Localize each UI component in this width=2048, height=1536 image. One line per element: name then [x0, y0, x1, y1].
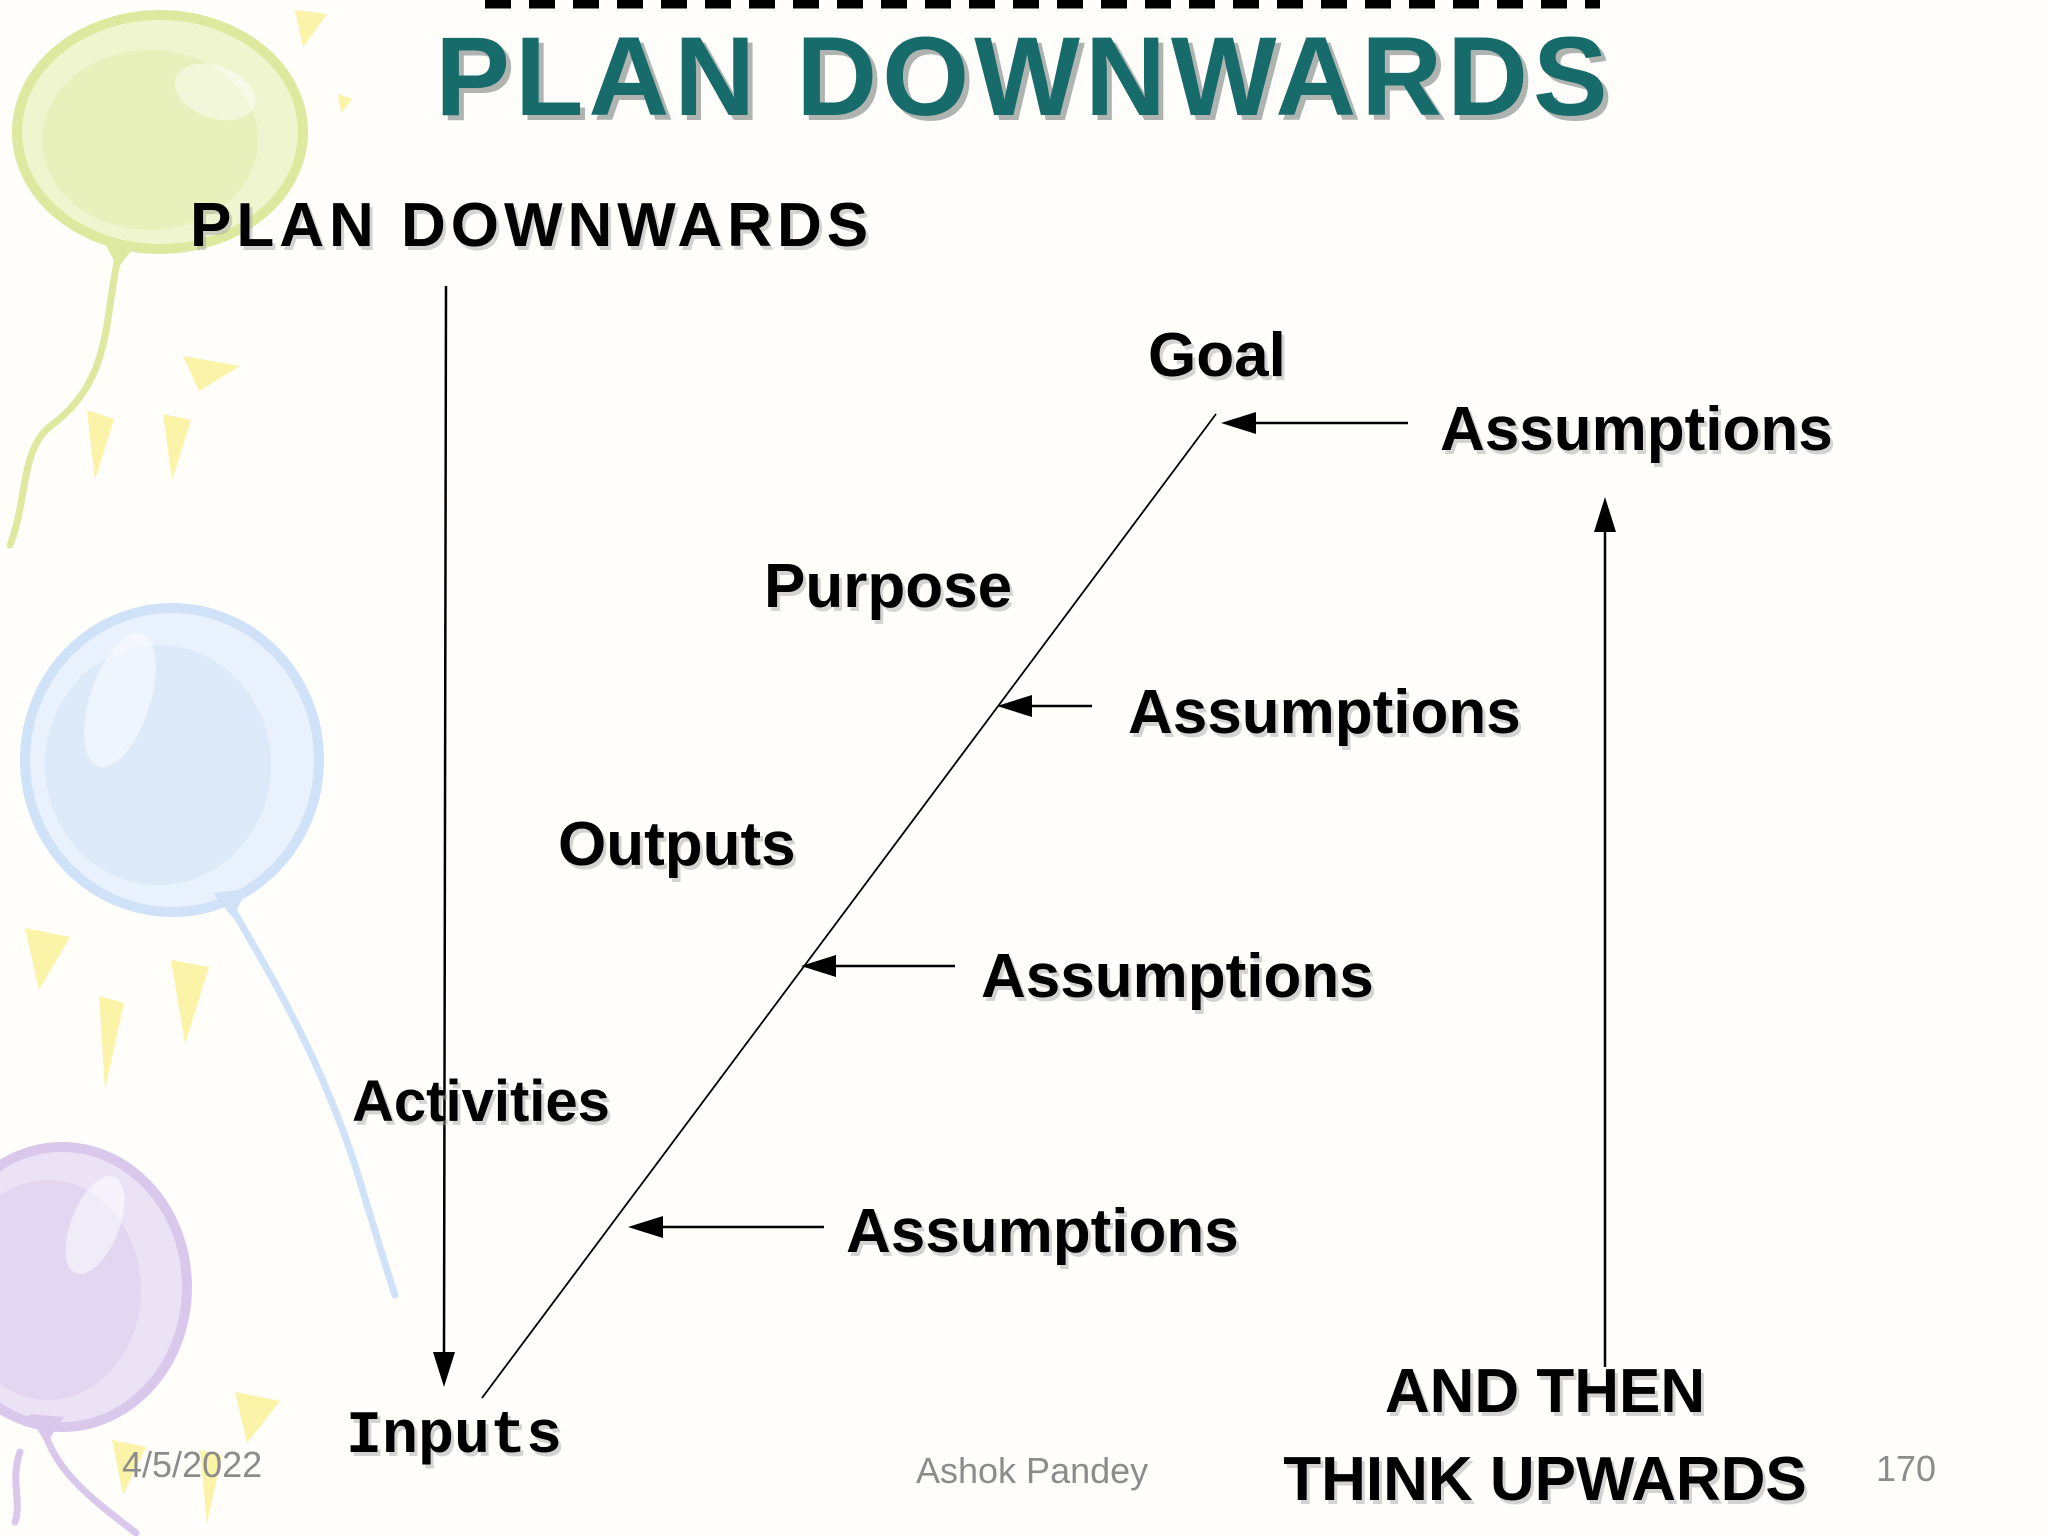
assumptions-label-outputs-level: Assumptions: [981, 942, 1374, 1011]
ladder-label-purpose: Purpose: [764, 552, 1013, 621]
assumption-arrow-activities-level: [628, 1216, 824, 1238]
balloon-blue-icon: [20, 603, 399, 1299]
down-arrow: [433, 285, 455, 1387]
footer-author: Ashok Pandey: [916, 1450, 1149, 1491]
assumptions-label-activities-level: Assumptions: [846, 1197, 1239, 1266]
ladder-label-inputs: Inputs: [346, 1403, 563, 1471]
think-upwards-line2: THINK UPWARDS: [1283, 1445, 1807, 1514]
assumptions-label-goal-level: Assumptions: [1440, 395, 1833, 464]
ladder-label-activities: Activities: [352, 1069, 610, 1134]
slide-title: PLAN DOWNWARDS: [435, 14, 1613, 139]
assumption-arrow-purpose-level: [997, 695, 1092, 717]
assumptions-label-purpose-level: Assumptions: [1128, 678, 1521, 747]
think-upwards-line1: AND THEN: [1384, 1357, 1706, 1426]
footer-page-number: 170: [1876, 1448, 1937, 1489]
sparkle-decorations-icon: [25, 10, 352, 1524]
diagonal-ladder-line: [481, 413, 1217, 1399]
plan-downwards-label: PLAN DOWNWARDS: [190, 191, 874, 260]
ladder-label-outputs: Outputs: [558, 810, 796, 879]
footer-date: 4/5/2022: [122, 1444, 263, 1485]
assumption-arrow-outputs-level: [801, 955, 955, 977]
balloon-green-icon: [6, 10, 308, 549]
think-upwards-note: AND THEN THINK UPWARDS: [1230, 1348, 1860, 1524]
up-arrow: [1594, 497, 1616, 1367]
ladder-label-goal: Goal: [1148, 321, 1286, 390]
assumption-arrow-goal-level: [1221, 412, 1408, 434]
balloon-purple-icon: [0, 1142, 192, 1536]
